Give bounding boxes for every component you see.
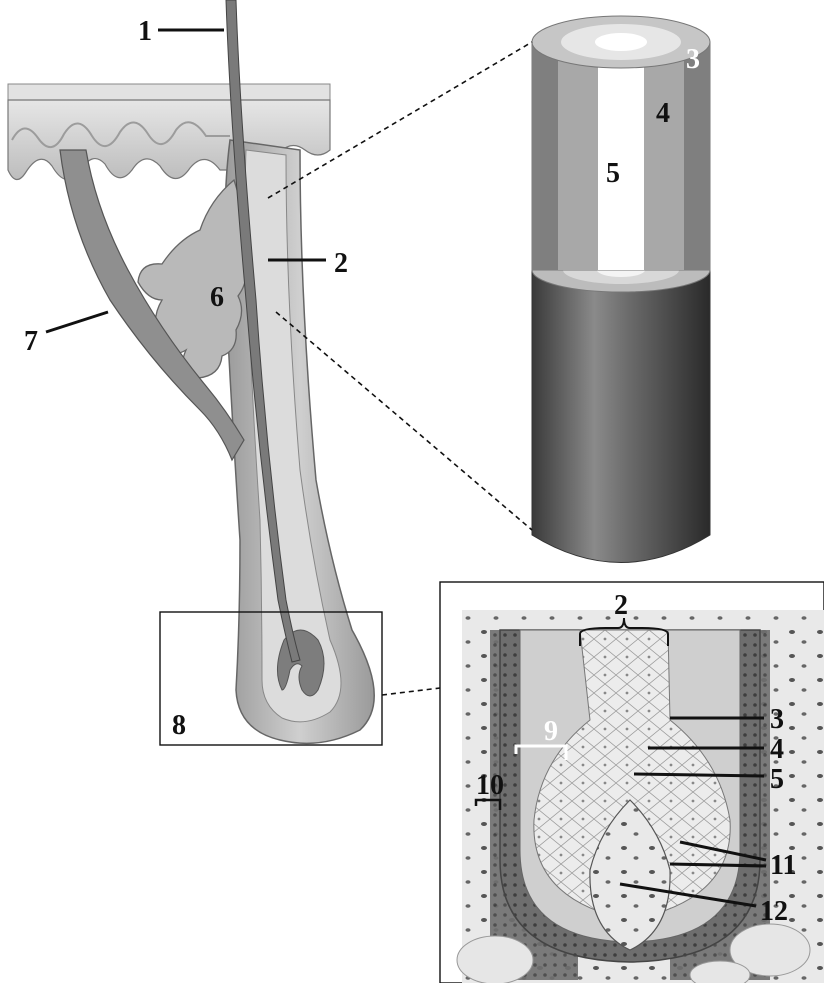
label-detail-12: 12 xyxy=(760,896,788,927)
label-detail-2: 2 xyxy=(614,590,628,621)
label-2: 2 xyxy=(334,248,348,279)
label-cyl-4: 4 xyxy=(656,98,670,129)
connector-bulb xyxy=(382,688,440,695)
label-detail-4: 4 xyxy=(770,734,784,765)
label-cyl-5: 5 xyxy=(606,158,620,189)
shaft-cross-section xyxy=(532,16,710,565)
label-detail-11: 11 xyxy=(770,850,796,881)
leader-d5 xyxy=(634,774,764,776)
label-detail-9: 9 xyxy=(544,716,558,747)
label-6: 6 xyxy=(210,282,224,313)
leader-d11b xyxy=(670,864,766,866)
label-detail-10: 10 xyxy=(476,770,504,801)
leader-7 xyxy=(46,312,108,332)
label-cyl-3: 3 xyxy=(686,44,700,75)
label-1: 1 xyxy=(138,16,152,47)
label-7: 7 xyxy=(24,326,38,357)
label-detail-5: 5 xyxy=(770,764,784,795)
label-detail-3: 3 xyxy=(770,704,784,735)
label-8: 8 xyxy=(172,710,186,741)
